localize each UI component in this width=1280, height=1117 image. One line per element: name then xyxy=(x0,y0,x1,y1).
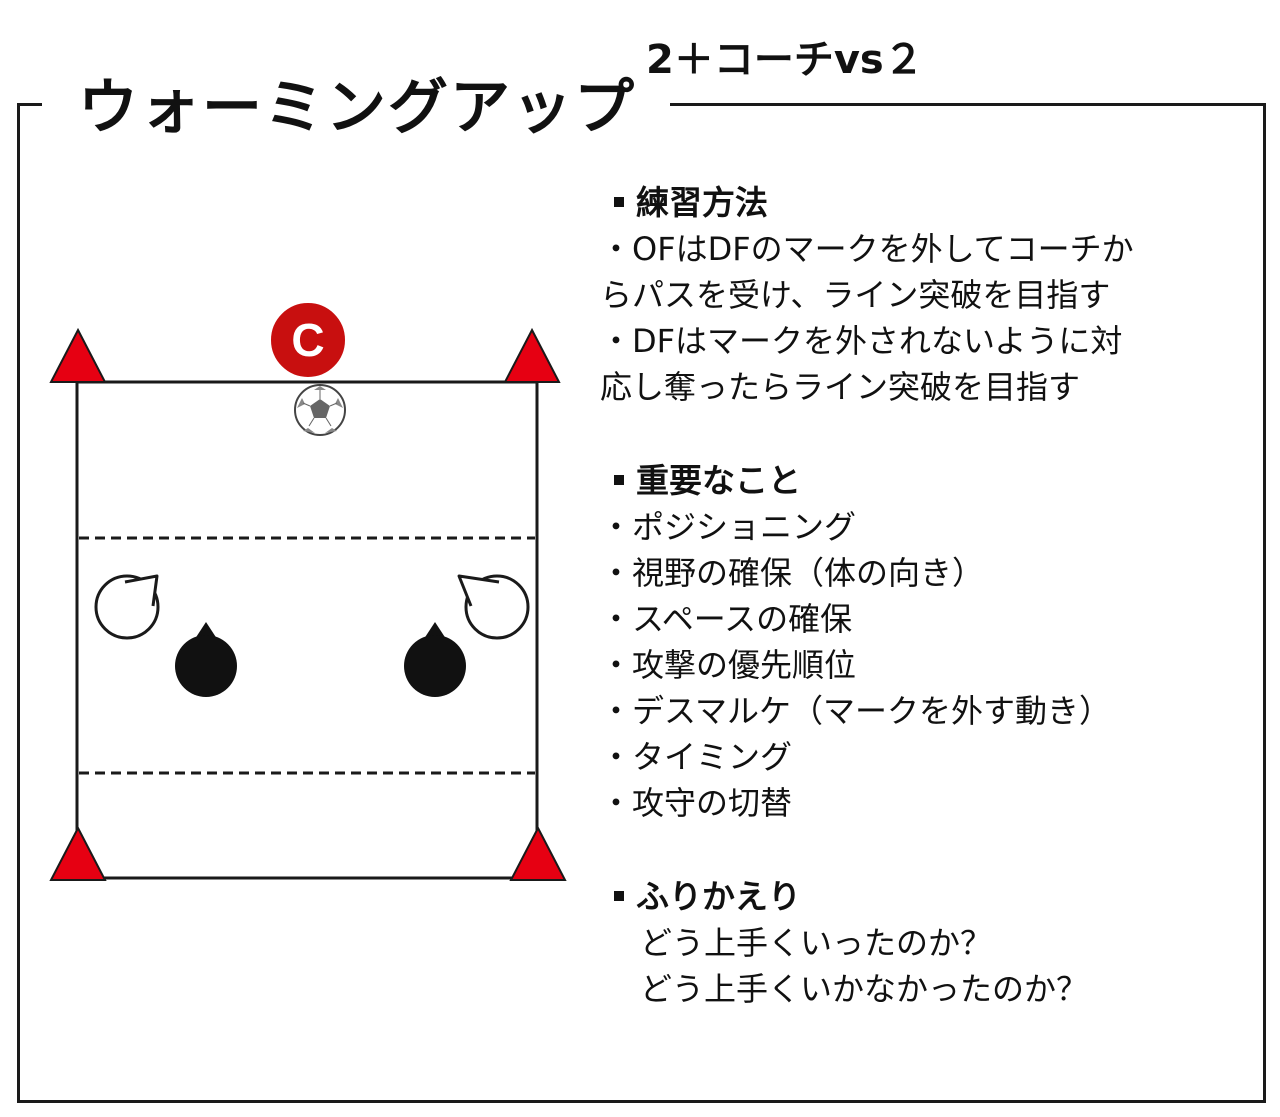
instructions-panel: 練習方法 ・OFはDFのマークを外してコーチか らパスを受け、ライン突破を目指す… xyxy=(600,180,1250,1012)
coach-label: C xyxy=(291,314,324,366)
important-item: ・攻撃の優先順位 xyxy=(600,646,857,684)
cone-icon-bottom-right xyxy=(509,825,567,881)
method-heading-text: 練習方法 xyxy=(636,183,768,222)
reflection-heading: ふりかえり xyxy=(600,874,1250,920)
important-item: ・ポジショニング xyxy=(600,508,857,546)
cone-icon-bottom-left xyxy=(49,825,107,881)
reflection-line: どう上手くいったのか？ xyxy=(640,924,993,962)
method-section: 練習方法 ・OFはDFのマークを外してコーチか らパスを受け、ライン突破を目指す… xyxy=(600,180,1250,410)
reflection-line: どう上手くいかなかったのか？ xyxy=(640,970,1089,1008)
important-item: ・視野の確保（体の向き） xyxy=(600,554,985,592)
important-heading-text: 重要なこと xyxy=(636,461,801,500)
important-heading: 重要なこと xyxy=(600,458,1250,504)
important-item: ・タイミング xyxy=(600,738,793,776)
ball-icon xyxy=(294,384,346,436)
reflection-heading-text: ふりかえり xyxy=(636,877,801,916)
cone-icon-top-left xyxy=(49,327,107,383)
method-line: ・OFはDFのマークを外してコーチか xyxy=(600,230,1134,268)
important-item: ・スペースの確保 xyxy=(600,600,853,638)
method-line: ・DFはマークを外されないように対 xyxy=(600,322,1123,360)
defender-right-icon xyxy=(404,622,466,697)
page-subtitle: 2＋コーチvs２ xyxy=(640,32,930,88)
page-title: ウォーミングアップ xyxy=(42,60,670,156)
square-bullet-icon xyxy=(614,196,624,207)
attacker-right-icon xyxy=(457,574,530,640)
attacker-left-icon xyxy=(94,574,160,640)
important-item: ・攻守の切替 xyxy=(600,784,793,822)
defender-left-icon xyxy=(175,622,237,697)
method-heading: 練習方法 xyxy=(600,180,1250,226)
coach-icon: C xyxy=(269,301,347,379)
method-line: らパスを受け、ライン突破を目指す xyxy=(600,276,1111,314)
important-section: 重要なこと ・ポジショニング ・視野の確保（体の向き） ・スペースの確保 ・攻撃… xyxy=(600,458,1250,826)
pitch-boundary xyxy=(75,380,539,880)
square-bullet-icon xyxy=(614,890,624,901)
reflection-section: ふりかえり どう上手くいったのか？ どう上手くいかなかったのか？ xyxy=(600,874,1250,1012)
training-field-diagram: C xyxy=(49,301,567,881)
method-line: 応し奪ったらライン突破を目指す xyxy=(600,368,1081,406)
square-bullet-icon xyxy=(614,474,624,485)
cone-icon-top-right xyxy=(503,327,561,383)
important-item: ・デスマルケ（マークを外す動き） xyxy=(600,692,1112,730)
